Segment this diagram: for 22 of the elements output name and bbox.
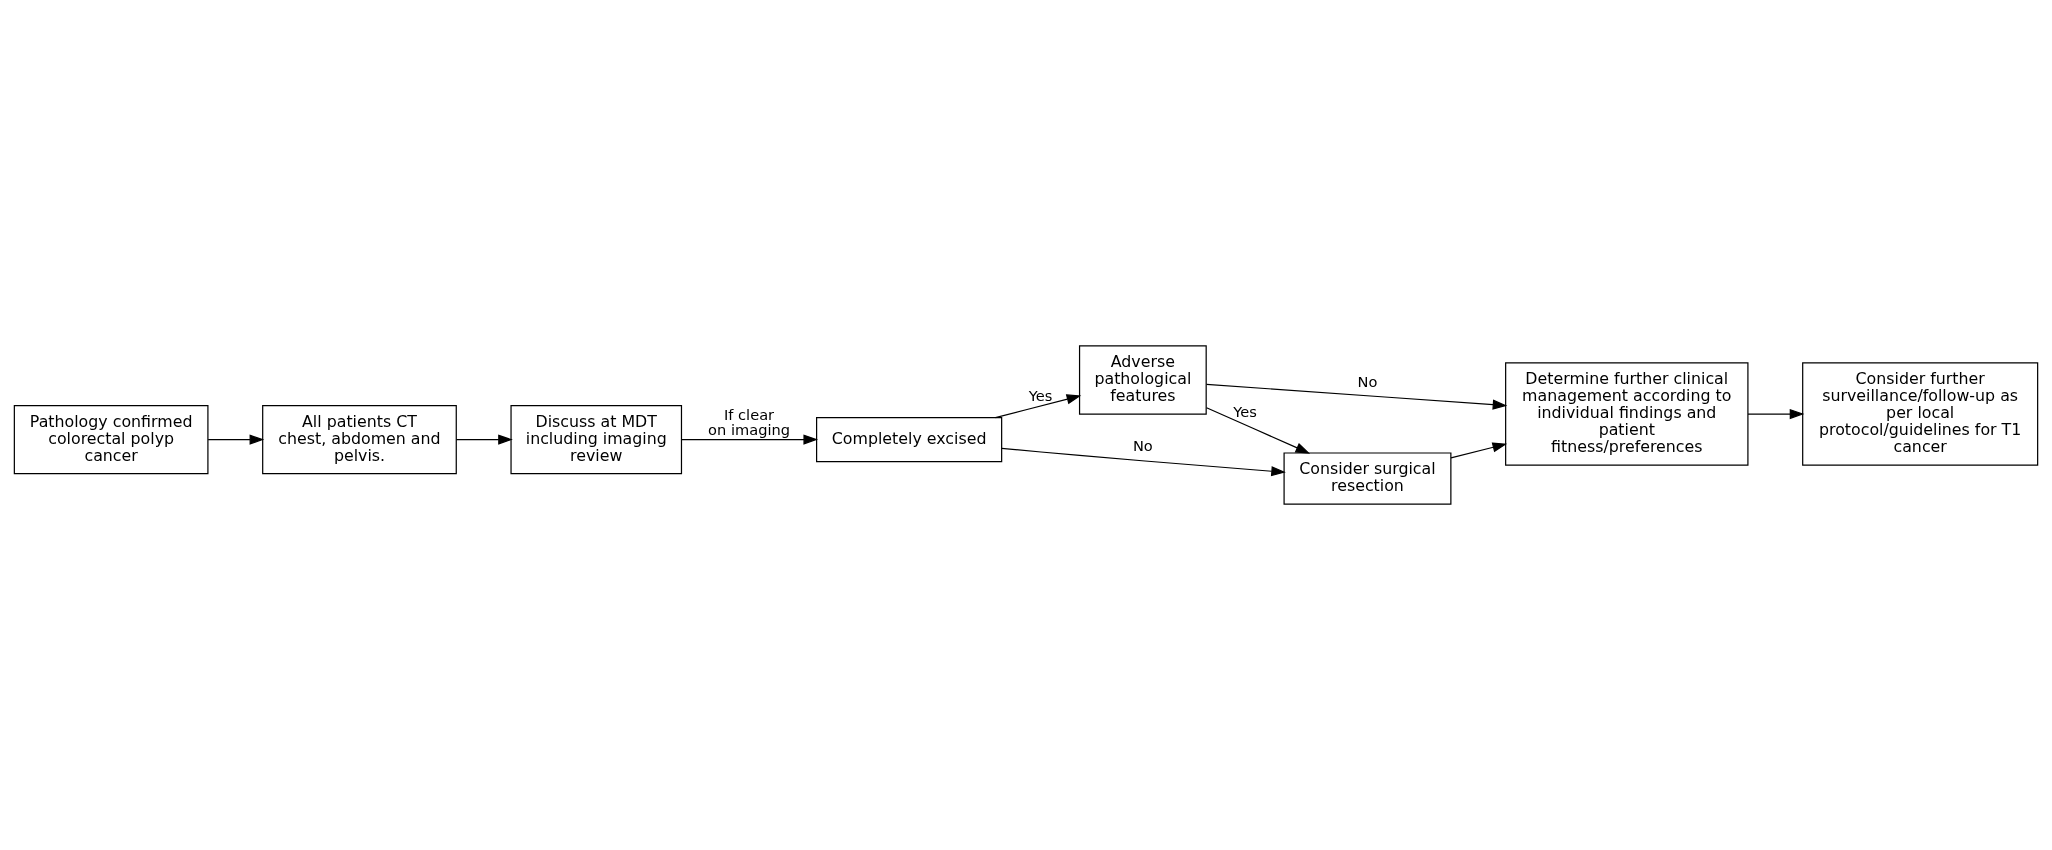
arrow (1450, 442, 1508, 459)
arrow (680, 434, 819, 445)
node-box: Discuss at MDT including imaging review (510, 404, 683, 475)
node-box: Consider surgical resection (1283, 452, 1452, 505)
edge-label: No (1357, 372, 1378, 390)
node-box: Adverse pathological features (1078, 345, 1207, 415)
node-box: Pathology confirmed colorectal polyp cancer (13, 404, 209, 475)
edge-label: Yes (1028, 387, 1053, 405)
node-box: Completely excised (816, 417, 1003, 463)
edge-label: No (1132, 437, 1153, 455)
edge-label: Yes (1233, 403, 1257, 421)
arrow (1747, 408, 1805, 420)
node-box: Determine further clinical management according to individual findings and patient fitness/preferences (1505, 362, 1749, 466)
edge-label: If clear on imaging (708, 405, 790, 439)
arrow (1205, 383, 1508, 410)
arrow (1001, 447, 1286, 477)
node-box: All patients CT chest, abdomen and pelvis. (262, 404, 457, 475)
arrow (994, 394, 1082, 419)
arrow (455, 434, 513, 445)
arrow (207, 434, 265, 445)
node-box: Consider further surveillance/follow-up as per local protocol/guidelines for T1 cancer (1802, 362, 2039, 466)
arrow (1205, 407, 1311, 454)
